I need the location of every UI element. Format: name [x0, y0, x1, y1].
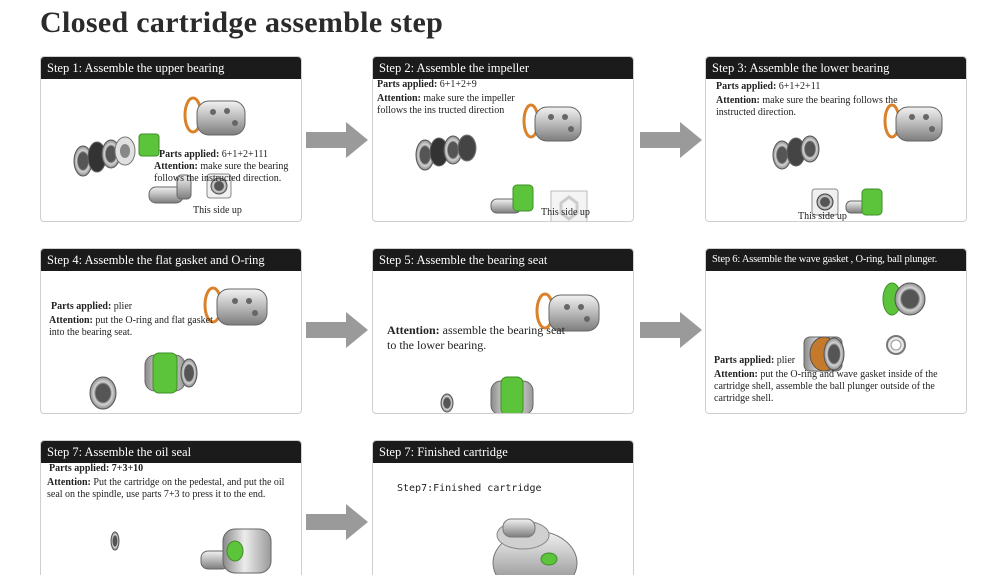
step-2-illustration: [415, 103, 588, 221]
step-4-header: Step 4: Assemble the flat gasket and O-r…: [41, 249, 301, 271]
step-3-header: Step 3: Assemble the lower bearing: [706, 57, 966, 79]
step-4-parts: Parts applied: plier: [51, 301, 133, 312]
arrow-right-icon: [640, 312, 702, 348]
step-2-note: This side up: [541, 207, 590, 218]
step-1-header: Step 1: Assemble the upper bearing: [41, 57, 301, 79]
step-8-header: Step 7: Finished cartridge: [373, 441, 633, 463]
step-1-body: Parts applied: 6+1+2+111 Attention: make…: [41, 79, 301, 221]
step-6-body: Parts applied: plier Attention: put the …: [706, 271, 966, 413]
step-5-body: Attention: assemble the bearing seat to …: [373, 271, 633, 413]
step-3-panel: Step 3: Assemble the lower bearing Parts…: [705, 56, 967, 222]
step-1-parts: Parts applied: 6+1+2+111: [159, 149, 268, 160]
page-title: Closed cartridge assemble step: [40, 6, 444, 39]
step-8-illustration: [492, 518, 578, 575]
step-7-panel: Step 7: Assemble the oil seal Parts appl…: [40, 440, 302, 575]
step-1-illustration: [73, 96, 246, 204]
step-5-illustration: [440, 292, 600, 413]
arrow-right-icon: [306, 122, 368, 158]
step-1-attention: Attention: make sure the bearing follows…: [154, 161, 289, 184]
step-4-illustration: [89, 286, 268, 410]
step-3-body: Parts applied: 6+1+2+11 Attention: make …: [706, 79, 966, 222]
step-5-attention: Attention: assemble the bearing seat to …: [387, 323, 565, 352]
step-1-panel: Step 1: Assemble the upper bearing Parts…: [40, 56, 302, 222]
step-1-note: This side up: [193, 205, 242, 216]
step-6-panel: Step 6: Assemble the wave gasket , O-rin…: [705, 248, 967, 414]
step-7-header: Step 7: Assemble the oil seal: [41, 441, 301, 463]
step-8-caption: Step7:Finished cartridge: [397, 483, 542, 494]
step-7-body: Parts applied: 7+3+10 Attention: Put the…: [41, 463, 301, 575]
step-2-parts: Parts applied: 6+1+2+9: [377, 79, 477, 90]
step-5-panel: Step 5: Assemble the bearing seat Attent…: [372, 248, 634, 414]
arrow-right-icon: [306, 312, 368, 348]
step-7-attention: Attention: Put the cartridge on the pede…: [47, 477, 285, 500]
step-6-attention: Attention: put the O-ring and wave gaske…: [714, 369, 938, 404]
step-3-parts: Parts applied: 6+1+2+11: [716, 81, 821, 92]
step-2-attention: Attention: make sure the impeller follow…: [377, 93, 515, 116]
step-8-panel: Step 7: Finished cartridge Step7:Finishe…: [372, 440, 634, 575]
step-4-panel: Step 4: Assemble the flat gasket and O-r…: [40, 248, 302, 414]
step-7-illustration: [110, 528, 272, 574]
step-3-note: This side up: [798, 211, 847, 222]
step-6-header: Step 6: Assemble the wave gasket , O-rin…: [706, 249, 966, 271]
step-6-parts: Parts applied: plier: [714, 355, 796, 366]
step-3-illustration: [772, 103, 943, 216]
step-4-attention: Attention: put the O-ring and flat gaske…: [49, 315, 213, 338]
step-8-body: Step7:Finished cartridge: [373, 463, 633, 575]
arrow-right-icon: [640, 122, 702, 158]
step-2-panel: Step 2: Assemble the impeller Parts appl…: [372, 56, 634, 222]
arrow-right-icon: [306, 504, 368, 540]
step-6-illustration: [803, 282, 926, 372]
step-2-body: Parts applied: 6+1+2+9 Attention: make s…: [373, 79, 633, 221]
step-2-header: Step 2: Assemble the impeller: [373, 57, 633, 79]
step-3-attention: Attention: make sure the bearing follows…: [716, 95, 898, 118]
step-5-header: Step 5: Assemble the bearing seat: [373, 249, 633, 271]
step-7-parts: Parts applied: 7+3+10: [49, 463, 144, 474]
step-4-body: Parts applied: plier Attention: put the …: [41, 271, 301, 413]
